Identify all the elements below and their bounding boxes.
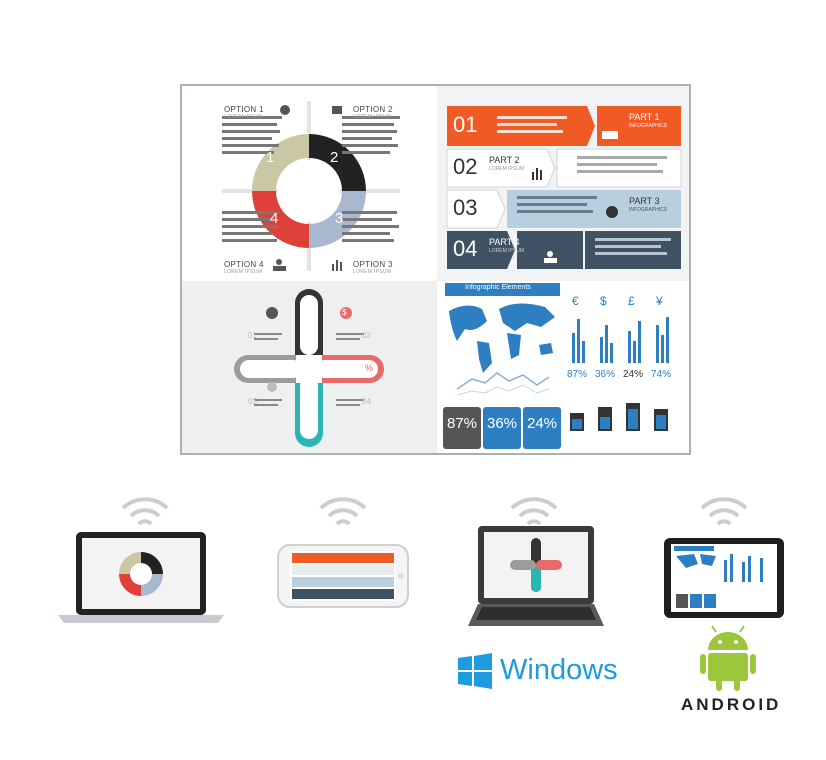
windows-logo-icon	[458, 653, 492, 689]
phone-icon	[277, 544, 409, 608]
option-label: OPTION 4	[224, 260, 264, 269]
people-icon	[273, 259, 286, 271]
elements-infographic: Infographic Elements	[437, 281, 689, 453]
windows-label: Windows	[500, 654, 618, 686]
option-label: OPTION 3	[353, 260, 393, 269]
currency-symbol: €	[572, 294, 579, 308]
fuel-pump-icons	[570, 403, 668, 431]
cycle-diagram	[222, 101, 400, 271]
stat-tile	[483, 407, 521, 449]
currency-symbol: $	[600, 294, 607, 308]
wifi-icon	[121, 497, 169, 526]
percent-label: 74%	[651, 369, 672, 380]
dollar-icon	[340, 307, 352, 319]
percent-label: 87%	[567, 369, 588, 380]
laptop-icon	[468, 526, 604, 626]
step-title: PART 2	[489, 155, 520, 165]
segment-3	[309, 191, 366, 248]
percent-label: 36%	[595, 369, 616, 380]
step-row-2	[446, 148, 556, 188]
segment-number: 3	[335, 210, 344, 227]
growth-icon	[266, 307, 278, 319]
wifi-icon	[700, 497, 748, 526]
percent-icon: %	[365, 363, 374, 373]
world-map	[449, 303, 555, 373]
android-robot-icon	[700, 625, 756, 691]
stat-tile	[443, 407, 481, 449]
step-title: PART 3	[629, 196, 660, 206]
line-series	[456, 384, 550, 396]
percent-label: 24%	[623, 369, 644, 380]
segment-number: 2	[330, 149, 339, 166]
pie-icon	[606, 206, 618, 218]
segment-2	[309, 134, 366, 191]
step-subtitle: INFOGRAPHICS	[629, 207, 668, 213]
bar-chart-icon	[332, 260, 342, 271]
line-series	[456, 372, 550, 390]
bar-chart-icon	[532, 168, 542, 180]
cross-infographic: 01 02 03 04 $ %	[182, 281, 437, 453]
settings-icon	[267, 382, 277, 392]
cycle-infographic: 2 1 3 4 OPTION 1 LOREM IPSUM OPTION 2 LO…	[182, 86, 437, 281]
banner	[445, 283, 560, 296]
step-title: PART 1	[629, 112, 660, 122]
step-row-4	[447, 231, 515, 269]
cross-number: 04	[362, 397, 371, 406]
step-subtitle: LOREM IPSUM	[489, 166, 525, 172]
currency-symbol: ¥	[656, 294, 663, 308]
step-number: 04	[453, 236, 478, 261]
currency-symbol: £	[628, 294, 635, 308]
step-title: PART 4	[489, 237, 520, 247]
option-sublabel: LOREM IPSUM	[224, 114, 263, 120]
briefcase-icon	[332, 106, 342, 114]
segment-1	[252, 134, 309, 191]
step-subtitle: LOREM IPSUM	[489, 248, 525, 254]
option-sublabel: LOREM IPSUM	[353, 269, 392, 275]
cross-number: 03	[248, 397, 257, 406]
tablet-icon	[664, 538, 784, 618]
currency-bars	[572, 317, 669, 363]
pie-icon	[280, 105, 290, 115]
step-number: 02	[453, 154, 478, 179]
stat-tile	[523, 407, 561, 449]
people-icon	[544, 251, 557, 263]
stat-tile-value: 24%	[527, 415, 558, 432]
devices-row	[58, 497, 784, 691]
segment-number: 1	[266, 149, 275, 166]
option-sublabel: LOREM IPSUM	[353, 114, 392, 120]
laptop-icon	[58, 532, 224, 623]
step-subtitle: INFOGRAPHICS	[629, 123, 668, 129]
segment-number: 4	[270, 210, 279, 227]
wifi-icon	[510, 497, 558, 526]
cross-number: 01	[248, 331, 257, 340]
dollar-icon: $	[342, 308, 347, 317]
infographic-screen: 2 1 3 4 OPTION 1 LOREM IPSUM OPTION 2 LO…	[180, 84, 691, 455]
cross-number: 02	[362, 331, 371, 340]
option-label: OPTION 1	[224, 105, 264, 114]
option-label: OPTION 2	[353, 105, 393, 114]
android-label: ANDROID	[681, 695, 782, 714]
steps-infographic: 01 PART 1 INFOGRAPHICS 02 PART 2 LOREM I…	[437, 86, 689, 281]
banner-title: Infographic Elements	[465, 284, 531, 291]
wifi-icon	[319, 497, 367, 526]
step-number: 03	[453, 195, 478, 220]
stat-tile-value: 87%	[447, 415, 478, 432]
segment-4	[252, 191, 309, 248]
step-number: 01	[453, 112, 478, 137]
option-sublabel: LOREM IPSUM	[224, 269, 263, 275]
step-row-3	[446, 189, 506, 229]
stat-tile-value: 36%	[487, 415, 518, 432]
